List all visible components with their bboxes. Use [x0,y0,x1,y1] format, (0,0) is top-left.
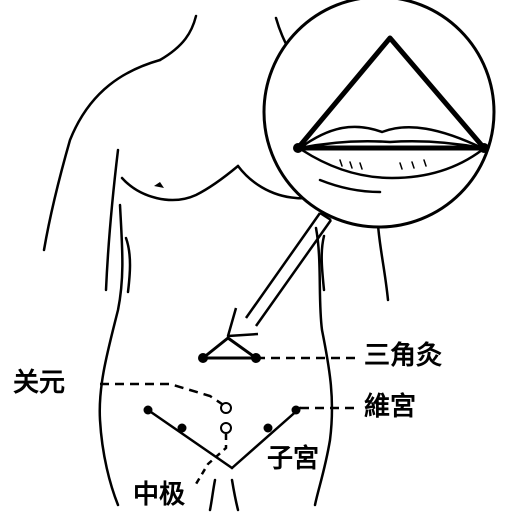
label-zigong: 子宮 [266,446,320,472]
leader-guanyuan [100,384,222,404]
left-shoulder-outline [44,60,160,250]
chest-left-outline [122,166,238,200]
label-triangle-moxibustion: 三角灸 [363,343,443,369]
right-arm-outline [378,225,388,300]
magnifier-point-right [479,143,489,153]
point-zigong-left [178,424,187,433]
triangle-point-left [198,353,208,363]
point-weibao-right [292,406,301,415]
left-torso-outline [100,205,123,505]
neck-left-outline [160,16,196,60]
magnifier-point-left [293,143,303,153]
point-weibao-left [144,406,153,415]
leader-zhongji [196,434,226,484]
abdomen-left-line [126,238,130,292]
point-guanyuan [221,403,231,413]
nipple-mark [154,182,164,188]
navel-triangle [203,338,256,358]
leg-inner-line [210,480,215,510]
abdomen-right-line [322,236,324,290]
label-guanyuan: 关元 [12,370,66,396]
point-zigong-right [264,424,273,433]
point-zhongji [221,423,231,433]
label-weibao: 維宮 [363,394,417,420]
left-arm-inner-outline [106,150,118,290]
leg-right-line [232,480,238,510]
label-zhongji: 中极 [132,482,186,508]
